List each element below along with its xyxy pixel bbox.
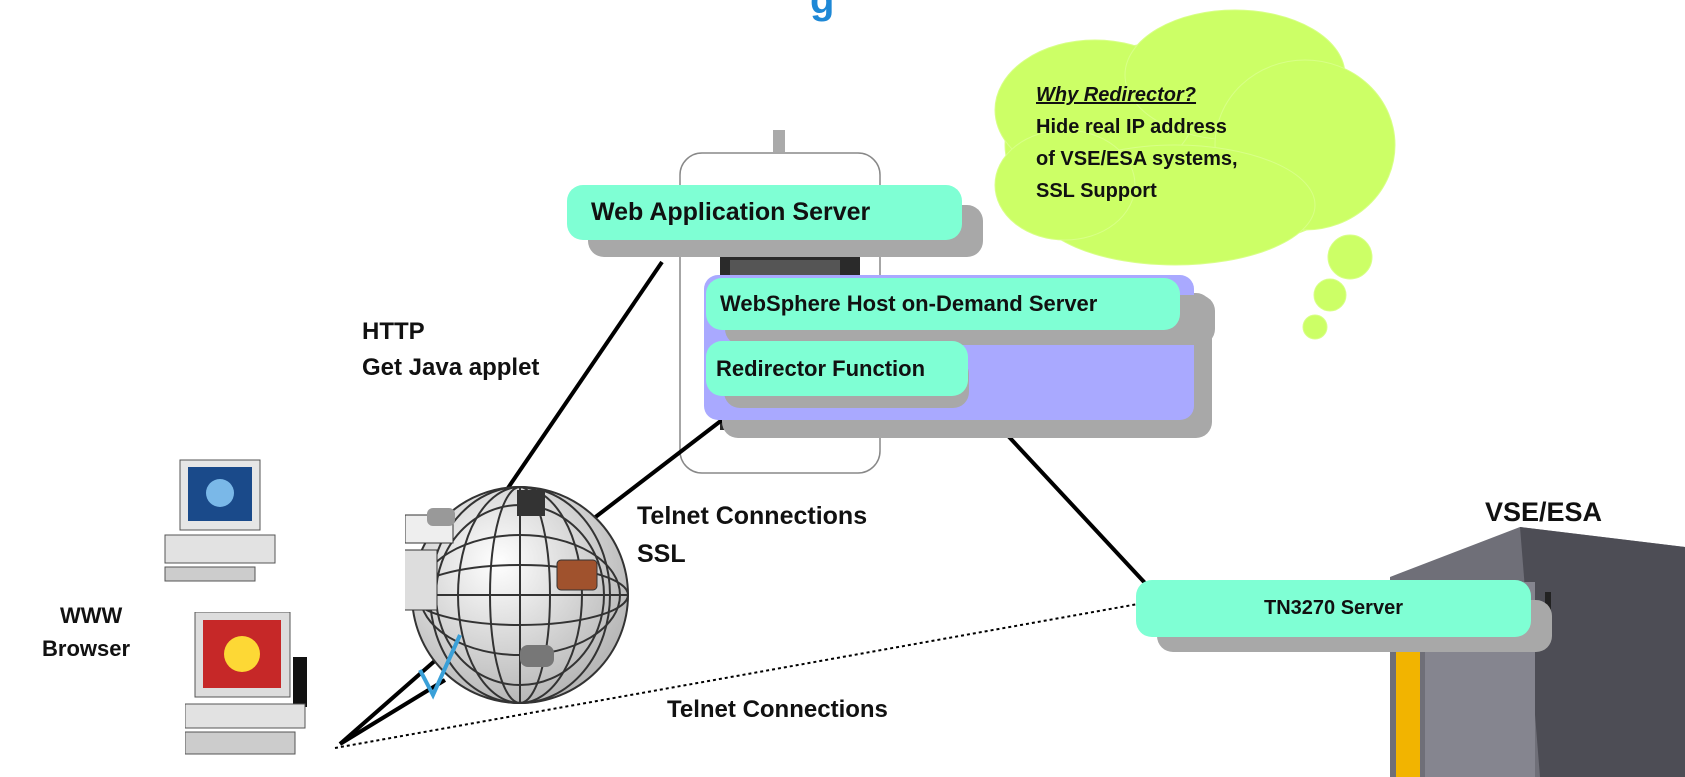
- redirector-box: Redirector Function: [706, 341, 968, 396]
- cloud-line-3: SSL Support: [1036, 180, 1157, 202]
- websphere-hod-label: WebSphere Host on-Demand Server: [720, 291, 1098, 316]
- cloud-heading: Why Redirector?: [1036, 84, 1197, 106]
- desktop-computer-icon: [164, 459, 276, 582]
- cloud-line-2: of VSE/ESA systems,: [1036, 148, 1238, 170]
- web-app-server-label: Web Application Server: [591, 198, 871, 226]
- http-line: [491, 260, 664, 512]
- telnet-ssl-line: [570, 418, 724, 537]
- www-label: WWW: [60, 603, 123, 628]
- get-applet-label: Get Java applet: [362, 354, 540, 381]
- server-antenna: [773, 130, 785, 152]
- title-fragment: g: [810, 0, 835, 22]
- cloud-line-1: Hide real IP address: [1036, 116, 1227, 138]
- http-label: HTTP: [362, 318, 425, 345]
- vse-esa-label: VSE/ESA: [1485, 497, 1603, 527]
- thought-cloud: [994, 9, 1396, 340]
- telnet-plain-label: Telnet Connections: [667, 696, 888, 723]
- telnet-ssl-label-1: Telnet Connections: [637, 502, 868, 530]
- telnet-ssl-label-2: SSL: [637, 540, 686, 568]
- tn3270-box: TN3270 Server: [1136, 580, 1531, 637]
- browser-label: Browser: [42, 636, 131, 661]
- web-app-server-box: Web Application Server: [567, 185, 962, 240]
- browser-computer-icon: [185, 612, 307, 755]
- redirector-label: Redirector Function: [716, 355, 926, 381]
- client-globe-line-2: [338, 678, 447, 746]
- websphere-hod-box: WebSphere Host on-Demand Server: [706, 278, 1180, 330]
- internet-globe-icon: [405, 486, 629, 704]
- direct-telnet-dotted-line: [334, 603, 1139, 749]
- tn3270-label: TN3270 Server: [1264, 597, 1403, 619]
